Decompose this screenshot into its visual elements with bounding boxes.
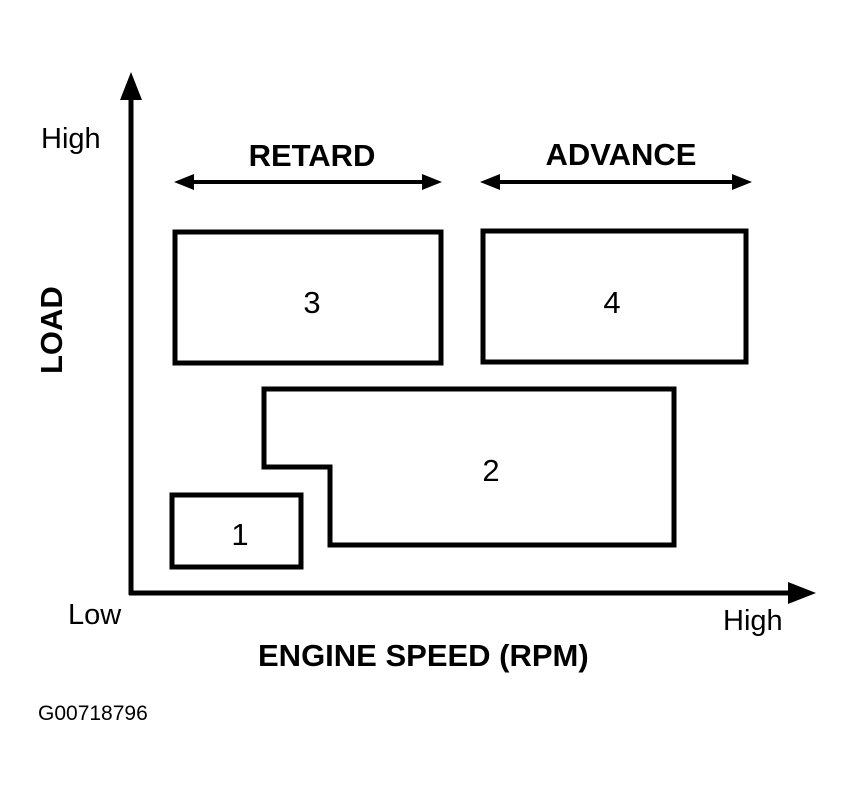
- region-3-label: 3: [303, 285, 320, 320]
- advance-range-arrow: [480, 174, 752, 190]
- region-1-label: 1: [231, 517, 248, 552]
- y-axis-title: LOAD: [34, 286, 69, 374]
- y-axis-arrowhead: [120, 72, 142, 100]
- region-4-label: 4: [603, 285, 620, 320]
- region-2-box: [261, 386, 677, 548]
- region-4-box: [480, 228, 749, 365]
- region-3-box: [172, 229, 444, 366]
- figure-code: G00718796: [38, 702, 148, 725]
- y-axis: [120, 72, 142, 595]
- x-axis: [129, 582, 816, 604]
- x-axis-high-label: High: [723, 605, 783, 637]
- advance-label: ADVANCE: [546, 137, 697, 172]
- x-axis-title: ENGINE SPEED (RPM): [258, 638, 589, 673]
- region-1-box: [169, 492, 304, 570]
- retard-label: RETARD: [249, 138, 376, 173]
- x-axis-arrowhead: [788, 582, 816, 604]
- region-2-label: 2: [482, 453, 499, 488]
- retard-range-arrow: [174, 174, 442, 190]
- origin-low-label: Low: [68, 599, 122, 631]
- y-axis-high-label: High: [41, 123, 101, 155]
